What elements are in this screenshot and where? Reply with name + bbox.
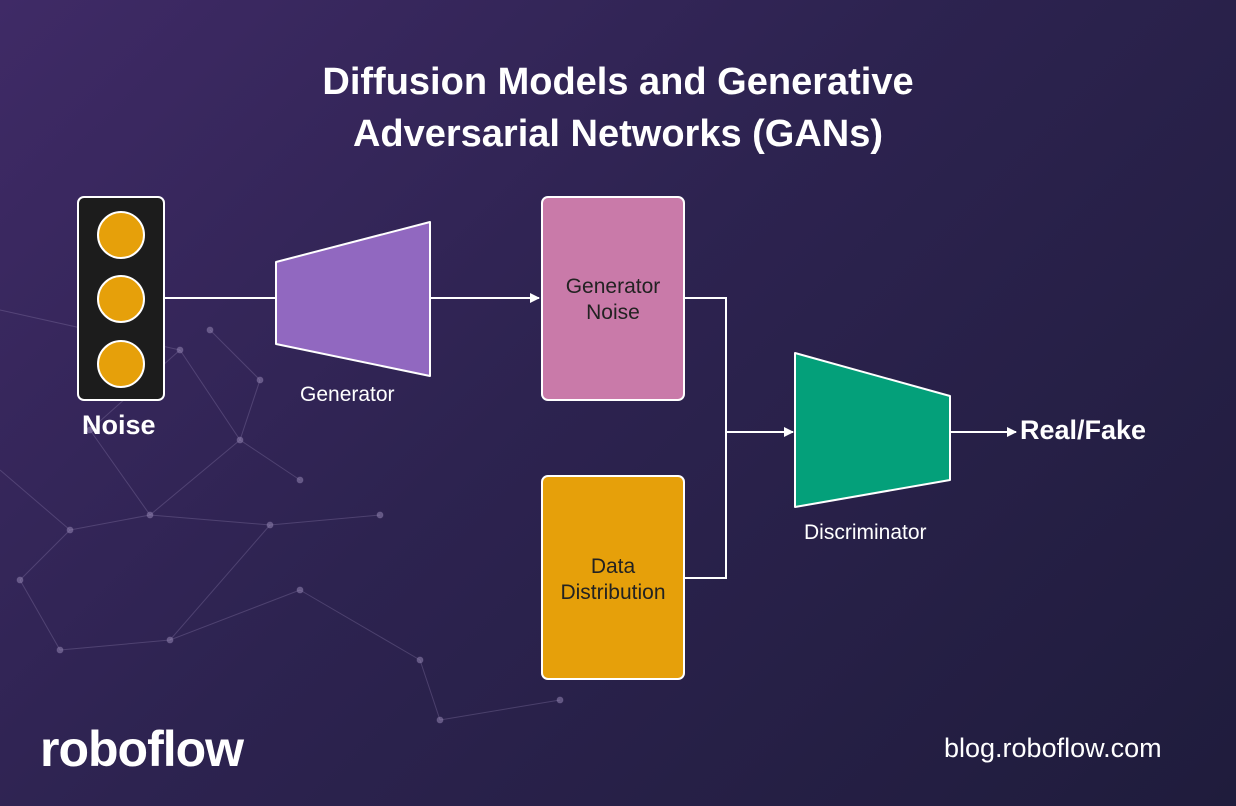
discriminator-node xyxy=(794,352,951,508)
generator-noise-label: Generator Noise xyxy=(543,274,683,326)
generator-noise-line-1: Generator xyxy=(565,275,661,298)
noise-node xyxy=(77,196,165,401)
noise-circle xyxy=(97,340,145,388)
roboflow-logo: roboflow xyxy=(40,721,244,777)
generator-label: Generator xyxy=(300,383,395,406)
generator-noise-box xyxy=(541,196,685,401)
data-distribution-box xyxy=(541,475,685,680)
data-distribution-connector xyxy=(684,432,727,579)
network-pattern-icon xyxy=(0,309,564,724)
discriminator-label: Discriminator xyxy=(804,521,927,544)
noise-circle xyxy=(97,211,145,259)
noise-label: Noise xyxy=(82,410,156,440)
title-line-1: Diffusion Models and Generative xyxy=(322,61,914,103)
page-title: Diffusion Models and Generative Adversar… xyxy=(0,56,1236,160)
blog-url: blog.roboflow.com xyxy=(944,733,1162,763)
noise-circle xyxy=(97,275,145,323)
output-label: Real/Fake xyxy=(1020,415,1147,445)
title-line-2: Adversarial Networks (GANs) xyxy=(352,113,884,155)
generator-node xyxy=(275,221,431,377)
data-distribution-line-2: Distribution xyxy=(560,581,666,604)
data-distribution-label: Data Distribution xyxy=(543,554,683,606)
data-distribution-line-1: Data xyxy=(590,555,636,578)
generator-noise-connector xyxy=(684,297,727,432)
generator-noise-line-2: Noise xyxy=(586,301,640,324)
